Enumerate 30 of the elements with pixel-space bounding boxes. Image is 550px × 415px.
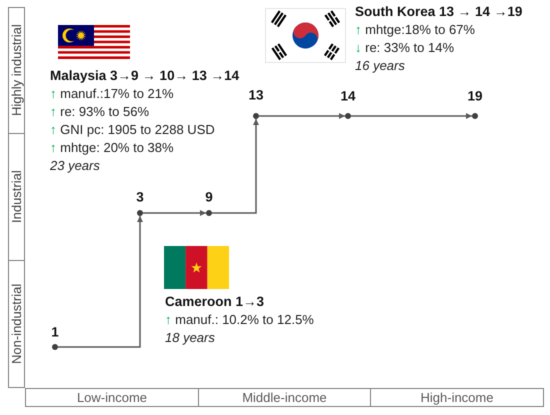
duration-note: 16 years [355, 57, 405, 75]
axis-category: High-income [370, 388, 544, 407]
axis-category: Non-industrial [8, 260, 25, 388]
point-number: 9 [205, 190, 213, 204]
country-heading: Cameroon 1→3 [165, 293, 264, 311]
point-number: 1 [51, 325, 59, 339]
country-heading: Malaysia 3→9 → 10→ 13 →14 [50, 67, 240, 85]
point-number: 13 [248, 88, 264, 102]
point-number: 14 [340, 89, 356, 103]
indicator-change-text: ↑ manuf.: 10.2% to 12.5% [165, 311, 314, 329]
arrow [351, 113, 472, 119]
axis-category: Highly industrial [8, 7, 25, 134]
indicator-change-text: ↓ re: 33% to 14% [355, 39, 454, 57]
arrow [143, 210, 206, 216]
indicator-change-text: ↑ GNI pc: 1905 to 2288 USD [50, 121, 215, 139]
axis-category: Industrial [8, 133, 25, 261]
arrow [212, 119, 259, 214]
indicator-change-text: ↑ mhtge:18% to 67% [355, 21, 475, 39]
axis-category: Low-income [25, 388, 199, 407]
indicator-change-text: ↑ mhtge: 20% to 38% [50, 139, 174, 157]
indicator-change-text: ↑ re: 93% to 56% [50, 103, 149, 121]
arrow [58, 216, 143, 348]
duration-note: 18 years [165, 329, 215, 347]
duration-note: 23 years [50, 157, 100, 175]
indicator-change-text: ↑ manuf.:17% to 21% [50, 85, 174, 103]
arrow [259, 113, 345, 119]
country-heading: South Korea 13 → 14 →19 [355, 3, 522, 21]
point-number: 3 [136, 190, 144, 204]
axis-category: Middle-income [198, 388, 371, 407]
point-number: 19 [467, 89, 483, 103]
